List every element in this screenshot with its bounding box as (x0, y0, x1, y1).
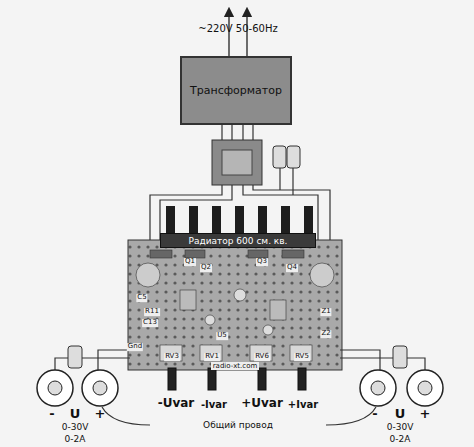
part-name: C5 (136, 294, 147, 302)
part-name: U5 (216, 332, 228, 340)
part-name: RV1 (204, 353, 220, 361)
signal-label: U (395, 407, 406, 421)
part-name: C13 (142, 319, 158, 327)
signal-label: ~220V 50-60Hz (198, 23, 277, 34)
heatsink-fin (304, 206, 313, 236)
signal-label: 0-30V (387, 423, 414, 433)
heatsink-fin (235, 206, 244, 236)
part-name: Q3 (256, 258, 268, 266)
heatsink-fin (166, 206, 175, 236)
signal-label: 0-2A (65, 435, 86, 445)
signal-label: +Uvar (241, 397, 283, 410)
signal-label: +Ivar (288, 399, 318, 410)
part-name: Q1 (184, 258, 196, 266)
heatsink-fin (189, 206, 198, 236)
transformer-box: Трансформатор (180, 56, 292, 125)
pcb-footer: radio-xt.com (128, 360, 342, 372)
part-name: Q4 (286, 264, 298, 272)
part-name: Q2 (200, 264, 212, 272)
part-name: RV6 (254, 353, 270, 361)
signal-label: 0-30V (62, 423, 89, 433)
part-name: RV5 (294, 353, 310, 361)
signal-label: -Ivar (201, 399, 227, 410)
node-text: radio-xt.com (211, 362, 260, 370)
part-name: R11 (144, 308, 160, 316)
signal-label: - (372, 407, 377, 421)
part-name: Gnd (127, 343, 143, 351)
signal-label: -Uvar (158, 397, 195, 410)
part-name: Z1 (320, 308, 331, 316)
node-text: Радиатор 600 см. кв. (189, 236, 288, 246)
heatsink-fin (258, 206, 267, 236)
signal-label: Общий провод (200, 421, 276, 431)
heatsink-band: Радиатор 600 см. кв. (160, 233, 316, 248)
signal-label: + (95, 407, 106, 421)
signal-label: - (49, 407, 54, 421)
heatsink-fin (281, 206, 290, 236)
part-name: RV3 (164, 353, 180, 361)
part-name: Z2 (320, 330, 331, 338)
heatsink-fin (212, 206, 221, 236)
signal-label: 0-2A (390, 435, 411, 445)
signal-label: + (420, 407, 431, 421)
signal-label: U (70, 407, 81, 421)
node-text: Трансформатор (190, 84, 282, 97)
